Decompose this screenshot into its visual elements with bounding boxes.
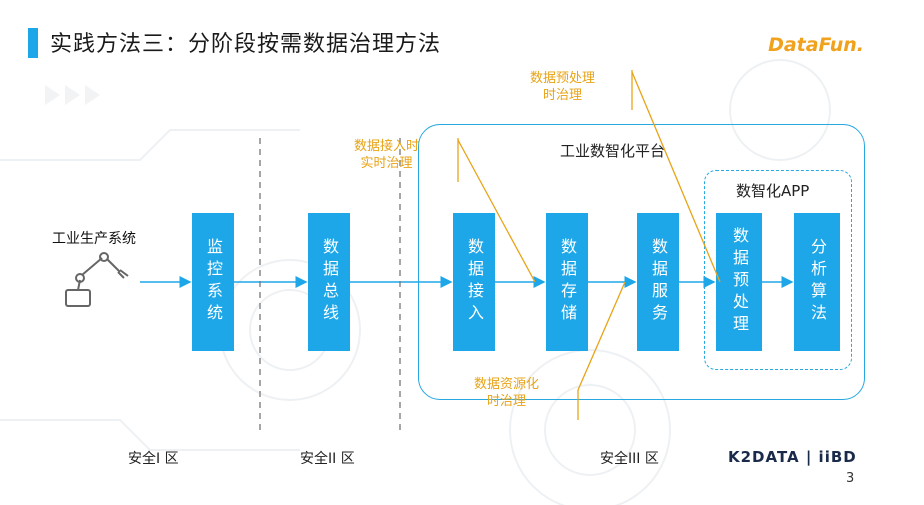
analysis-algorithm-block: 分析算法 — [794, 213, 840, 351]
resource-governance-note: 数据资源化时治理 — [474, 377, 540, 409]
title-accent-bar — [28, 28, 38, 58]
data-ingest-block: 数据接入 — [453, 213, 495, 351]
ingest-governance-note: 数据接入时实时治理 — [354, 139, 420, 171]
datafun-logo: DataFun. — [768, 34, 864, 56]
source-system-label: 工业生产系统 — [52, 231, 136, 247]
data-preprocess-block: 数据预处理 — [716, 213, 762, 351]
zone-3-label: 安全III 区 — [600, 451, 659, 467]
k2data-logo: K2DATA | iiBD — [728, 448, 857, 466]
preprocess-governance-note: 数据预处理时治理 — [530, 71, 596, 103]
monitor-system-block: 监控系统 — [192, 213, 234, 351]
app-group-title: 数智化APP — [736, 182, 810, 200]
platform-title: 工业数智化平台 — [560, 142, 666, 160]
data-service-block: 数据服务 — [637, 213, 679, 351]
zone-2-label: 安全II 区 — [300, 451, 355, 467]
page-title: 实践方法三：分阶段按需数据治理方法 — [50, 32, 442, 57]
data-storage-block: 数据存储 — [546, 213, 588, 351]
page-number: 3 — [846, 471, 855, 486]
data-bus-block: 数据总线 — [308, 213, 350, 351]
robot-arm-icon — [65, 252, 129, 307]
zone-1-label: 安全I 区 — [128, 451, 179, 467]
